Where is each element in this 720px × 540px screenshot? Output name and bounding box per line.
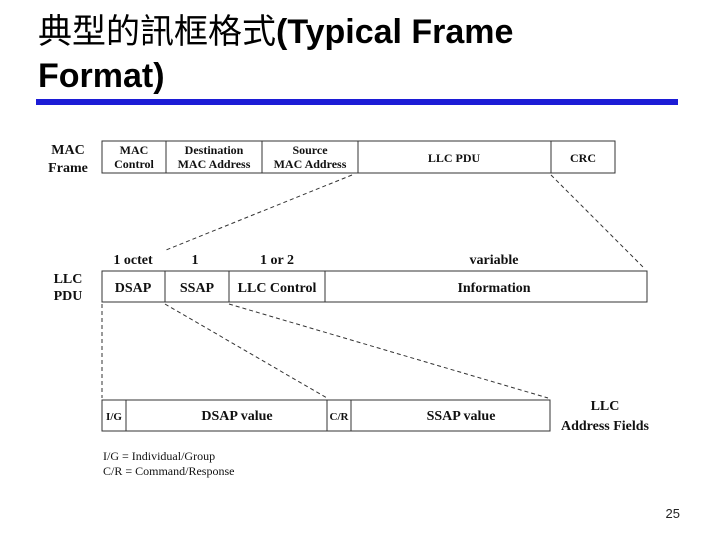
size-ssap: 1: [192, 253, 199, 268]
slide-title: 典型的訊框格式(Typical Frame Format): [38, 10, 688, 98]
ssap-value-label: SSAP value: [427, 409, 496, 424]
mac-control-line2: Control: [114, 157, 154, 171]
size-control: 1 or 2: [260, 253, 294, 268]
mac-field-crc: [550, 140, 616, 174]
llc-ssap-label: SSAP: [180, 281, 215, 296]
title-latin-2: Format): [38, 57, 165, 95]
llc-control-label: LLC Control: [238, 281, 317, 296]
expand-line-right-1: [550, 174, 645, 269]
mac-control-line1: MAC: [120, 143, 149, 157]
address-fields-label-2: Address Fields: [561, 419, 650, 434]
ig-label: I/G: [106, 411, 122, 423]
size-information: variable: [470, 253, 519, 268]
title-cjk: 典型的訊框格式: [38, 12, 276, 52]
title-underline: [36, 99, 678, 105]
destination-line1: Destination: [185, 143, 244, 157]
mac-frame-label-1: MAC: [51, 143, 84, 158]
legend-cr: C/R = Command/Response: [103, 464, 234, 478]
mac-frame-label-2: Frame: [48, 161, 88, 176]
source-line2: MAC Address: [274, 157, 347, 171]
address-fields-label-1: LLC: [591, 399, 620, 414]
destination-line2: MAC Address: [178, 157, 251, 171]
expand-line-left-1: [165, 174, 353, 251]
expand-line-mid-2a: [164, 303, 328, 399]
llc-information-label: Information: [457, 281, 530, 296]
llc-field-information: [324, 270, 648, 303]
dsap-value-label: DSAP value: [201, 409, 272, 424]
cr-label: C/R: [330, 411, 350, 423]
addr-field-ssap-value: [350, 399, 551, 432]
expand-line-mid-2b: [228, 303, 549, 399]
llc-dsap-label: DSAP: [115, 281, 152, 296]
crc-field-label: CRC: [570, 151, 596, 165]
size-dsap: 1 octet: [113, 253, 153, 268]
title-latin-1: (Typical Frame: [276, 13, 514, 51]
llc-pdu-field-label: LLC PDU: [428, 151, 481, 165]
llc-pdu-label-1: LLC: [54, 272, 83, 287]
slide-number: 25: [665, 506, 680, 521]
llc-pdu-label-2: PDU: [54, 289, 83, 304]
legend-ig: I/G = Individual/Group: [103, 449, 215, 463]
source-line1: Source: [292, 143, 328, 157]
